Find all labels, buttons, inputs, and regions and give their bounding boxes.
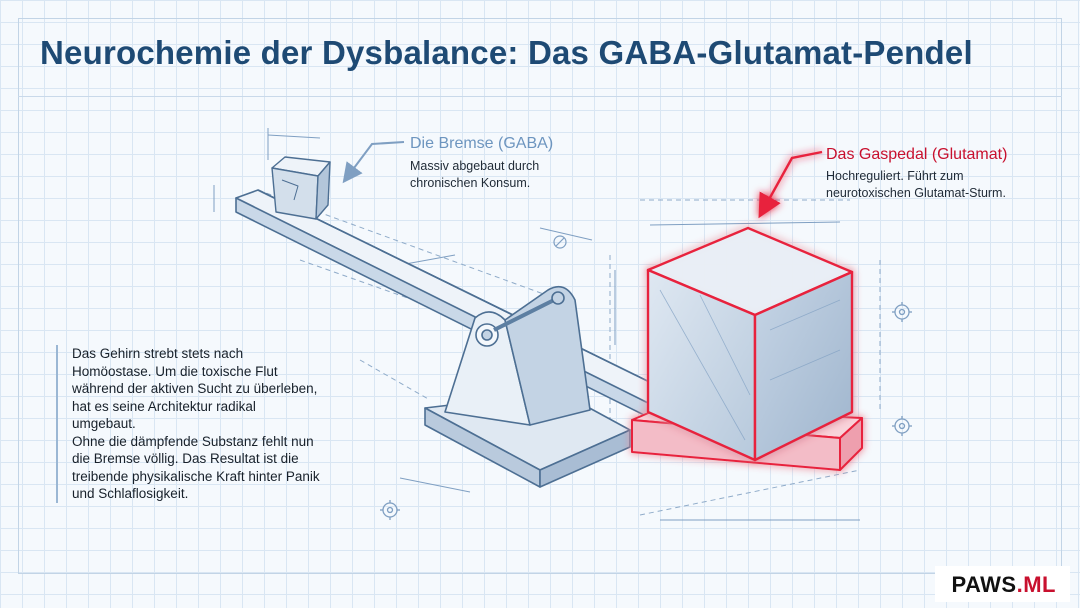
brand-tld: .ML (1016, 572, 1056, 597)
glutamat-label-description: Hochreguliert. Führt zum neurotoxischen … (826, 169, 1006, 200)
fulcrum (424, 285, 631, 488)
glutamat-label-title: Das Gaspedal (Glutamat) (826, 146, 1008, 163)
brand-logo: PAWS.ML (935, 566, 1070, 602)
gear-icon (380, 500, 400, 520)
glutamat-block (646, 226, 854, 462)
explanation-paragraph-2: Ohne die dämpfende Substanz fehlt nun di… (72, 433, 320, 502)
gaba-block (271, 156, 331, 220)
gaba-label-description: Massiv abgebaut durch chronischen Konsum… (410, 159, 540, 190)
page-title: Neurochemie der Dysbalance: Das GABA-Glu… (40, 34, 973, 71)
explanation-paragraph-1: Das Gehirn strebt stets nach Homöostase.… (72, 346, 318, 431)
bolt-hole-icon (553, 235, 567, 249)
glutamat-pointer (758, 150, 823, 219)
title-divider (18, 96, 1062, 97)
brand-name: PAWS (951, 572, 1017, 597)
gear-icon (892, 416, 912, 436)
explanation-text: Das Gehirn strebt stets nach Homöostase.… (56, 345, 322, 503)
gaba-pointer (342, 141, 405, 184)
blueprint-frame (18, 18, 1062, 574)
gear-icon (892, 302, 912, 322)
cube-hatching (659, 289, 841, 441)
gaba-label-title: Die Bremse (GABA) (410, 135, 554, 152)
